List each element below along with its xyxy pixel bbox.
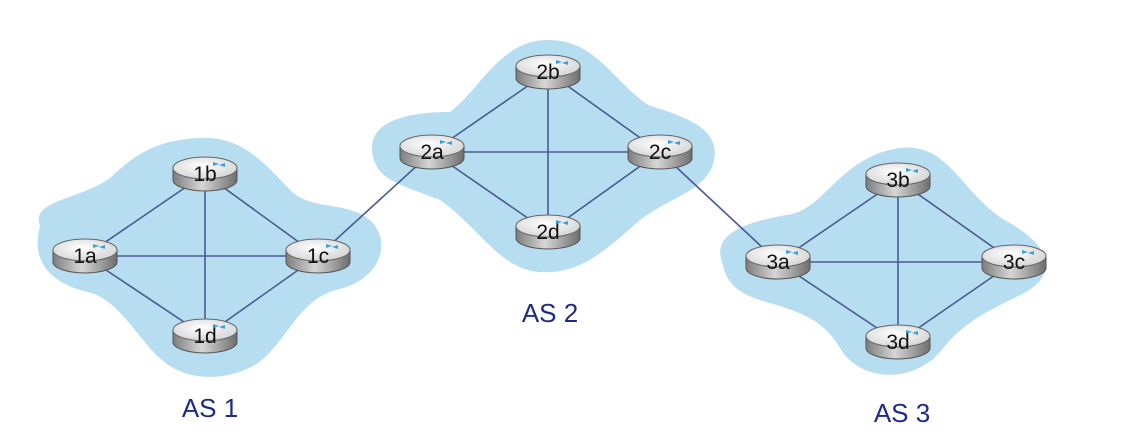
router-top bbox=[399, 134, 465, 158]
router-top bbox=[627, 134, 693, 158]
router-arrow-icon bbox=[213, 324, 225, 329]
router-top bbox=[172, 156, 238, 180]
as1-cloud bbox=[37, 137, 382, 377]
router-label: 2c bbox=[649, 141, 671, 164]
router-top bbox=[285, 238, 351, 262]
router-1a: 1a bbox=[52, 238, 118, 274]
router-top bbox=[865, 324, 931, 348]
router-2a: 2a bbox=[399, 134, 465, 170]
router-3d: 3d bbox=[865, 324, 931, 360]
router-arrow-icon bbox=[786, 250, 798, 255]
router-1d: 1d bbox=[172, 318, 238, 354]
router-3c: 3c bbox=[981, 244, 1047, 280]
router-arrow-icon bbox=[556, 220, 568, 225]
as2-cloud bbox=[371, 40, 715, 273]
router-label: 2a bbox=[420, 141, 444, 164]
router-top bbox=[172, 318, 238, 342]
router-2d: 2d bbox=[515, 214, 581, 250]
link-1c-2a bbox=[317, 151, 433, 257]
router-label: 1c bbox=[307, 245, 329, 268]
router-3b: 3b bbox=[865, 162, 931, 198]
router-top bbox=[515, 54, 581, 78]
router-top bbox=[52, 238, 118, 262]
router-3a: 3a bbox=[745, 244, 811, 280]
router-label: 3c bbox=[1003, 251, 1025, 274]
router-top bbox=[745, 244, 811, 268]
router-label: 2b bbox=[536, 61, 559, 84]
as3-label: AS 3 bbox=[874, 398, 930, 428]
router-top bbox=[515, 214, 581, 238]
router-label: 3d bbox=[886, 331, 909, 354]
router-arrow-icon bbox=[213, 162, 225, 167]
router-arrow-icon bbox=[668, 140, 680, 145]
as2-label: AS 2 bbox=[522, 298, 578, 328]
router-1c: 1c bbox=[285, 238, 351, 274]
router-label: 1d bbox=[193, 325, 216, 348]
router-arrow-icon bbox=[556, 60, 568, 65]
router-top bbox=[865, 162, 931, 186]
router-1b: 1b bbox=[172, 156, 238, 192]
router-arrow-icon bbox=[1022, 250, 1034, 255]
as3-cloud bbox=[720, 147, 1046, 375]
router-arrow-icon bbox=[440, 140, 452, 145]
router-arrow-icon bbox=[93, 244, 105, 249]
router-label: 1a bbox=[73, 245, 97, 268]
router-top bbox=[981, 244, 1047, 268]
as1-label: AS 1 bbox=[182, 393, 238, 423]
router-label: 3a bbox=[766, 251, 790, 274]
router-label: 2d bbox=[536, 221, 559, 244]
router-arrow-icon bbox=[906, 168, 918, 173]
router-2b: 2b bbox=[515, 54, 581, 90]
link-2c-3a bbox=[659, 151, 779, 263]
router-2c: 2c bbox=[627, 134, 693, 170]
router-label: 3b bbox=[886, 169, 909, 192]
router-arrow-icon bbox=[326, 244, 338, 249]
router-label: 1b bbox=[193, 163, 216, 186]
router-arrow-icon bbox=[906, 330, 918, 335]
